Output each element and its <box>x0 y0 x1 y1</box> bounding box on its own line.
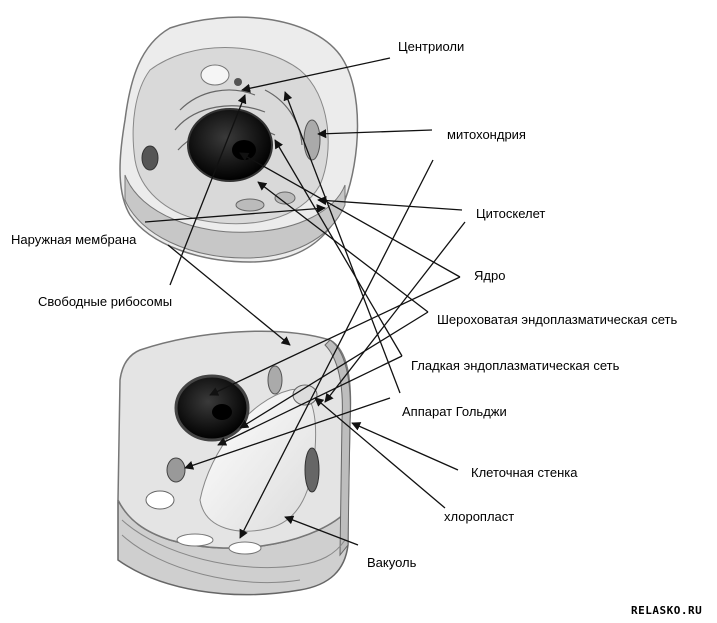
leader-cell-wall <box>351 422 459 471</box>
plant-chloroplast-3 <box>145 490 175 510</box>
animal-cell <box>119 16 359 263</box>
plant-chloroplast <box>304 447 320 493</box>
leader-cytoskeleton-plant <box>324 221 466 403</box>
animal-nucleus <box>187 108 273 182</box>
label-vacuole: Вакуоль <box>367 555 417 570</box>
label-outer-membrane: Наружная мембрана <box>11 232 137 247</box>
leader-cytoskeleton <box>317 196 463 211</box>
leader-mitochondria <box>317 129 433 139</box>
leader-rough-er-2 <box>239 311 429 429</box>
animal-nucleolus <box>232 140 256 160</box>
animal-vesicle-3 <box>274 191 296 205</box>
label-chloroplast: хлоропласт <box>444 509 515 524</box>
leader-membrane-plant <box>167 244 291 346</box>
leader-nucleus-1 <box>239 152 461 278</box>
animal-cell-base <box>124 174 346 259</box>
leader-nucleus-2 <box>209 276 461 396</box>
plant-cell-wall-lines <box>121 519 346 583</box>
animal-er-folds <box>174 89 303 151</box>
plant-vesicle <box>176 533 214 547</box>
animal-mitochondrion <box>303 119 321 161</box>
label-cell-wall: Клеточная стенка <box>471 465 578 480</box>
leader-vacuole <box>284 515 359 546</box>
animal-mitochondrion-2 <box>141 145 159 171</box>
leader-centrioles <box>241 57 391 93</box>
animal-vesicle-2 <box>235 198 265 212</box>
plant-cell <box>117 330 352 596</box>
label-mitochondria: митохондрия <box>447 127 526 142</box>
leader-lines <box>144 57 466 546</box>
leader-chloroplast-1 <box>314 397 446 509</box>
label-nucleus: Ядро <box>474 268 506 283</box>
leader-rough-er-1 <box>257 181 429 313</box>
plant-chloroplast-2 <box>166 457 186 483</box>
plant-vesicle-2 <box>228 541 262 555</box>
plant-cell-wall-right <box>324 339 351 557</box>
leader-chloroplast-2 <box>239 159 434 539</box>
plant-mitochondrion <box>267 365 283 395</box>
label-smooth-er: Гладкая эндоплазматическая сеть <box>411 358 620 373</box>
animal-vesicle <box>200 64 230 86</box>
label-golgi: Аппарат Гольджи <box>402 404 507 419</box>
leader-free-ribosomes <box>169 94 247 286</box>
leader-golgi-2 <box>184 397 391 470</box>
label-centrioles: Центриоли <box>398 39 465 54</box>
label-free-ribosomes: Свободные рибосомы <box>38 294 173 309</box>
plant-nucleus <box>174 374 250 442</box>
watermark: RELASKO.RU <box>631 604 703 617</box>
label-cytoskeleton: Цитоскелет <box>476 206 546 221</box>
animal-centriole <box>234 78 242 86</box>
label-rough-er: Шероховатая эндоплазматическая сеть <box>437 312 678 327</box>
leader-smooth-er-1 <box>274 139 403 357</box>
plant-nucleolus <box>212 404 232 420</box>
leader-golgi-1 <box>283 91 401 394</box>
